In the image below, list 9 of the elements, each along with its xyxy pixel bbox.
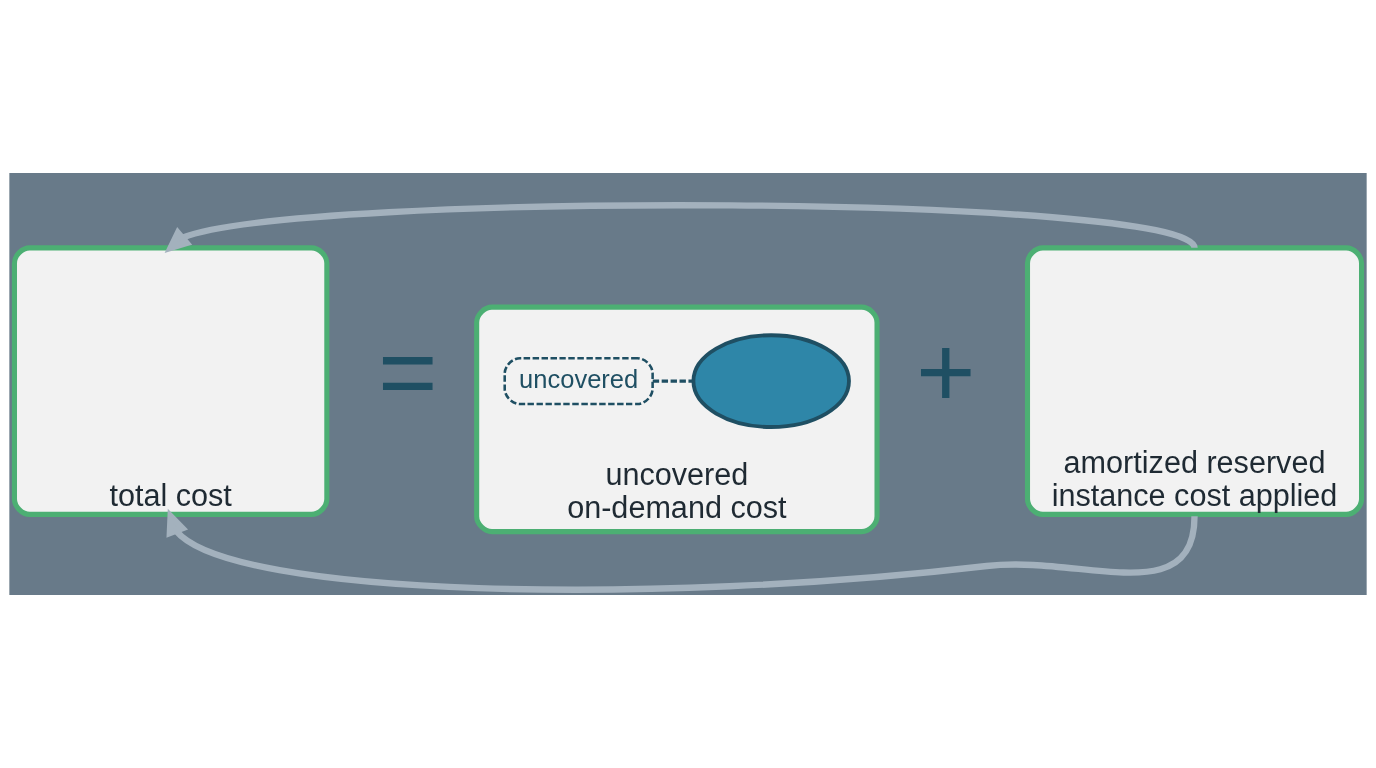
arrow [166, 508, 1198, 593]
node-box: uncovered [503, 356, 654, 406]
label: + [916, 314, 976, 429]
label: = [378, 314, 438, 429]
node-box: total cost [11, 245, 330, 517]
connector [652, 379, 693, 383]
arrow [164, 202, 1197, 254]
node-cloud [691, 333, 851, 429]
node-box: amortized reserved instance cost applied [1024, 245, 1365, 517]
